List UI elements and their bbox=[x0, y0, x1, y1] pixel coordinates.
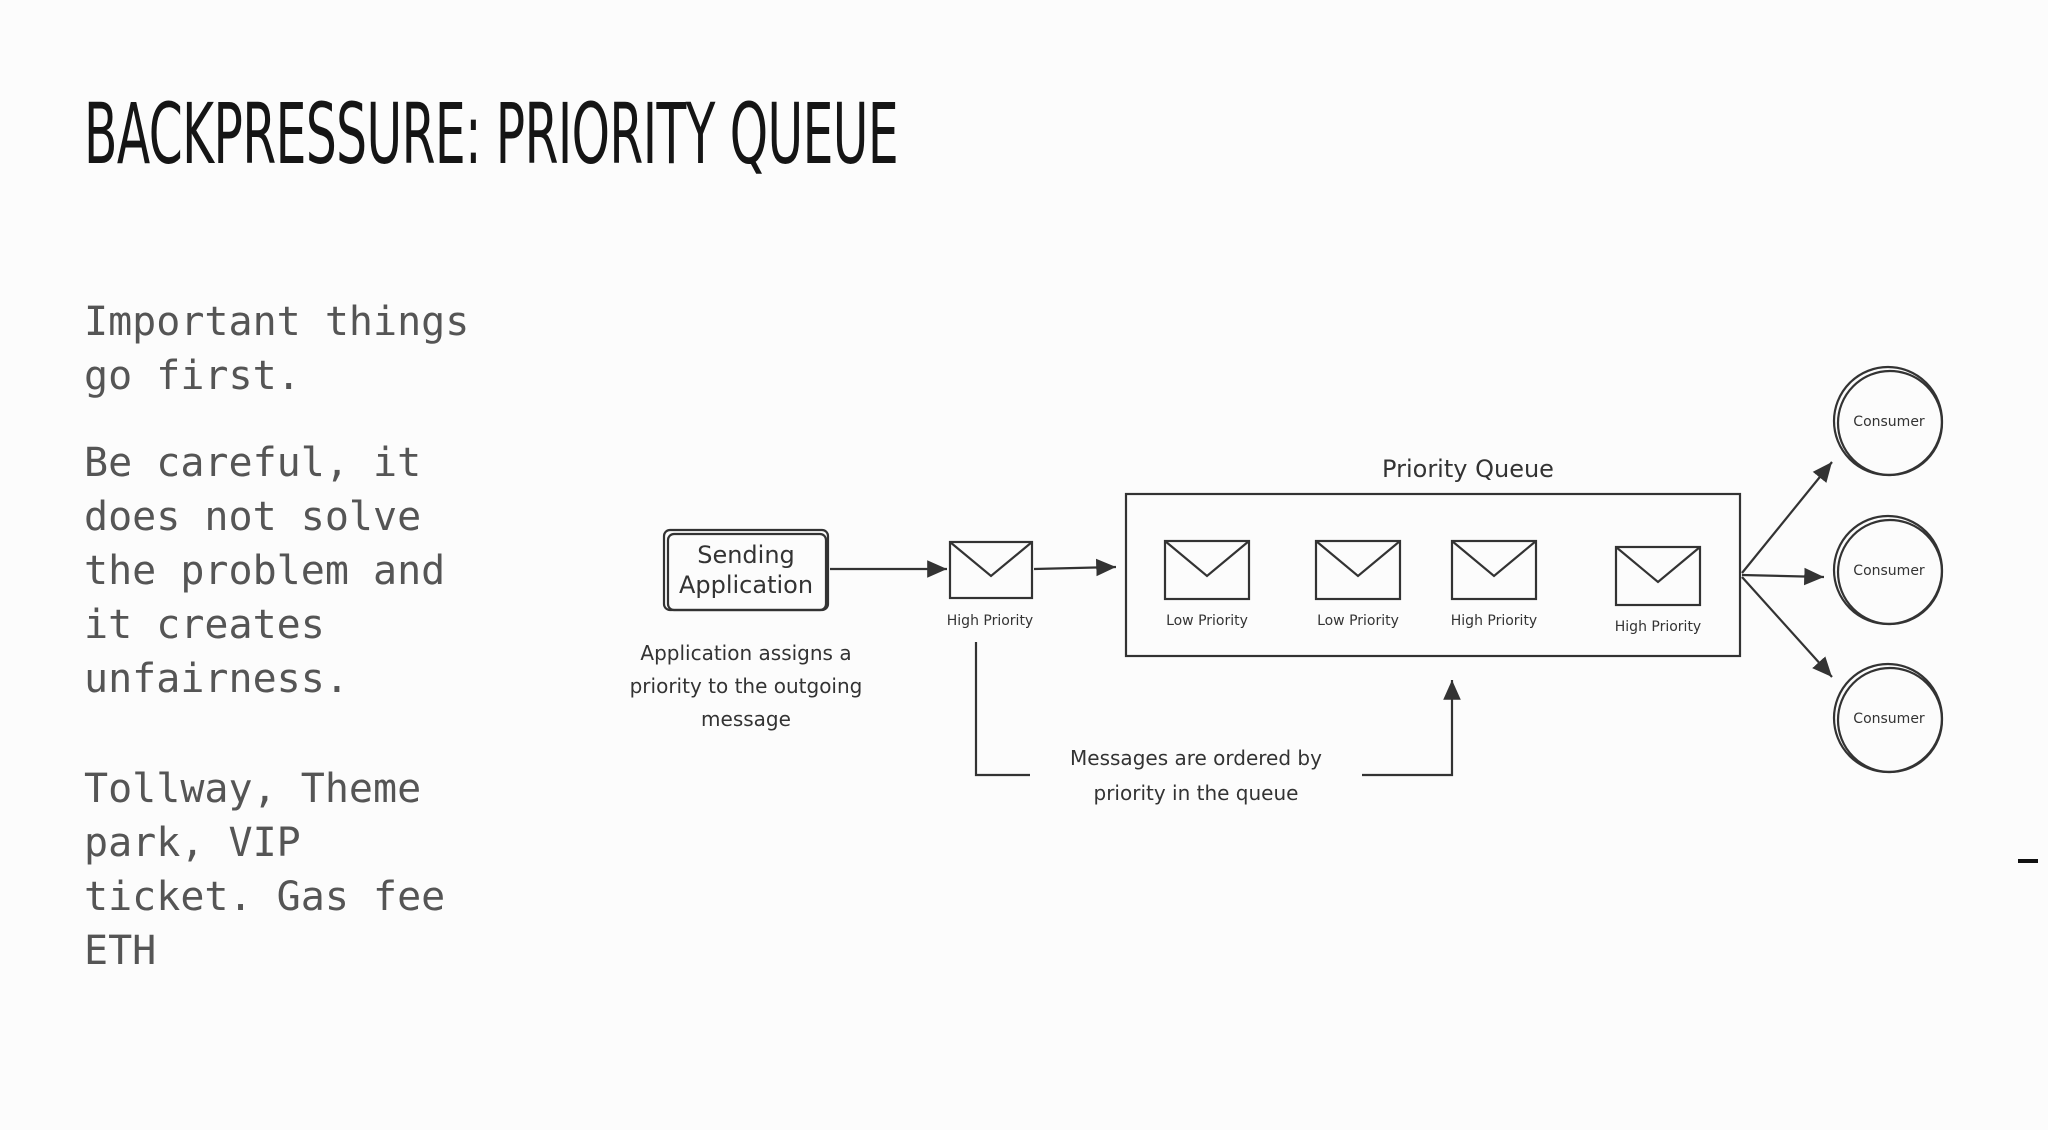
envelope-icon bbox=[948, 540, 1034, 600]
envelope-icon bbox=[1614, 545, 1702, 607]
bullet-examples: Tollway, Theme park, VIP ticket. Gas fee… bbox=[84, 766, 446, 974]
sending-application-box: Sending Application bbox=[662, 528, 830, 612]
queue-message-label: Low Priority bbox=[1166, 613, 1248, 629]
arrow-message-to-queue bbox=[1033, 558, 1117, 577]
queue-message-label: Low Priority bbox=[1317, 613, 1399, 629]
incoming-message-label: High Priority bbox=[947, 613, 1033, 629]
consumer-node: Consumer bbox=[1832, 514, 1944, 626]
envelope-icon bbox=[1163, 539, 1251, 601]
ordering-note-line2: priority in the queue bbox=[1094, 781, 1299, 805]
bullet-be-careful: Be careful, it does not solve the proble… bbox=[84, 440, 446, 702]
priority-queue-title: Priority Queue bbox=[1382, 455, 1554, 483]
queue-message-label: High Priority bbox=[1615, 619, 1701, 635]
sender-note: Application assigns a priority to the ou… bbox=[630, 641, 863, 731]
bullet-important-first: Important things go first. bbox=[84, 299, 470, 399]
envelope-icon bbox=[1450, 539, 1538, 601]
sender-note-line1: Application assigns a bbox=[640, 641, 851, 665]
queue-message: Low Priority bbox=[1163, 539, 1251, 629]
sender-note-line3: message bbox=[701, 707, 791, 731]
sending-application-line2: Application bbox=[679, 571, 813, 599]
consumer-label: Consumer bbox=[1853, 711, 1925, 727]
queue-message-label: High Priority bbox=[1451, 613, 1537, 629]
priority-queue-box bbox=[1124, 492, 1742, 658]
queue-message: High Priority bbox=[1614, 545, 1702, 635]
arrow-to-consumer-1 bbox=[1741, 461, 1833, 574]
queue-message: High Priority bbox=[1450, 539, 1538, 629]
consumer-node: Consumer bbox=[1832, 365, 1944, 477]
sending-application-line1: Sending bbox=[697, 541, 795, 569]
consumer-label: Consumer bbox=[1853, 414, 1925, 430]
envelope-icon bbox=[1314, 539, 1402, 601]
arrow-to-consumer-2 bbox=[1741, 567, 1825, 586]
consumer-label: Consumer bbox=[1853, 563, 1925, 579]
slide-title: BACKPRESSURE: PRIORITY QUEUE bbox=[84, 85, 899, 183]
ordering-note-line1: Messages are ordered by bbox=[1070, 746, 1322, 770]
sender-note-line2: priority to the outgoing bbox=[630, 674, 863, 698]
ordering-bracket-right bbox=[1362, 680, 1461, 777]
arrow-to-consumer-3 bbox=[1741, 576, 1833, 678]
incoming-message: High Priority bbox=[947, 540, 1034, 629]
consumer-node: Consumer bbox=[1832, 662, 1944, 774]
queue-message: Low Priority bbox=[1314, 539, 1402, 629]
ordering-bracket-left bbox=[974, 642, 1030, 777]
